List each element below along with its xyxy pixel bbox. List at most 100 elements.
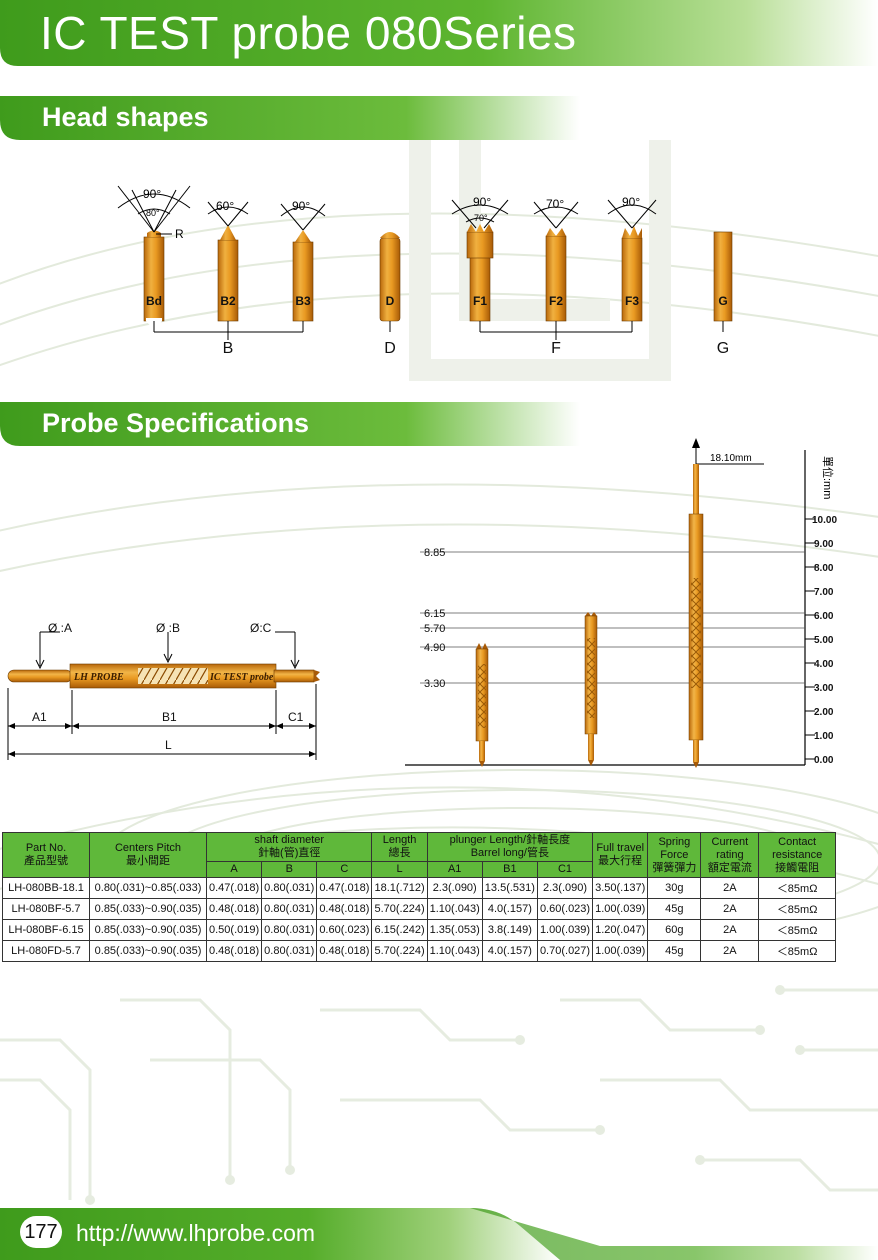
table-cell: 2A bbox=[700, 877, 760, 899]
table-cell: 30g bbox=[647, 877, 702, 899]
footer-banner bbox=[0, 1208, 878, 1260]
group-label: G bbox=[717, 340, 729, 357]
col-header: A bbox=[205, 861, 263, 878]
tick-label: 9.00 bbox=[814, 539, 834, 550]
table-row: LH-080BF-5.7 0.85(.033)~0.90(.035) 0.48(… bbox=[2, 898, 836, 920]
probe-label: G bbox=[718, 294, 727, 308]
table-cell: 5.70(.224) bbox=[371, 898, 428, 920]
dim-label: B1 bbox=[162, 710, 177, 724]
table-cell: 1.20(.047) bbox=[592, 919, 649, 941]
table-cell: 2A bbox=[700, 898, 760, 920]
table-cell: 6.15(.242) bbox=[371, 919, 428, 941]
mark-label: 5.70 bbox=[424, 623, 445, 635]
table-cell: LH-080BB-18.1 bbox=[2, 877, 90, 899]
probe-b2 bbox=[217, 225, 239, 332]
angle-label: 90° bbox=[292, 199, 310, 213]
table-cell: 3.8(.149) bbox=[481, 919, 538, 941]
brand-text: IC TEST probe bbox=[209, 672, 274, 683]
probe-scale-chart: 單位:mm 8.85 6.15 5.70 4.90 3.30 10.00 9.0… bbox=[405, 438, 837, 768]
table-cell: 5.70(.224) bbox=[371, 940, 428, 962]
page-number: 177 bbox=[20, 1216, 62, 1248]
table-cell: ＜85mΩ bbox=[758, 919, 836, 941]
table-cell: 1.00(.039) bbox=[536, 919, 594, 941]
probe-b3 bbox=[292, 230, 314, 332]
tick-label: 3.00 bbox=[814, 683, 834, 694]
table-cell: 45g bbox=[647, 898, 702, 920]
table-cell: 0.85(.033)~0.90(.035) bbox=[89, 898, 207, 920]
probe-label: B2 bbox=[220, 294, 236, 308]
table-cell: 0.48(.018) bbox=[205, 898, 263, 920]
table-cell: 0.80(.031) bbox=[261, 877, 318, 899]
section-header-probe-specs: Probe Specifications bbox=[0, 402, 580, 446]
probe-label: F1 bbox=[473, 294, 487, 308]
table-cell: 0.85(.033)~0.90(.035) bbox=[89, 919, 207, 941]
dim-label: Ø:C bbox=[250, 621, 272, 635]
dim-label: L bbox=[165, 738, 172, 752]
table-cell: 4.0(.157) bbox=[481, 940, 538, 962]
table-cell: 0.85(.033)~0.90(.035) bbox=[89, 940, 207, 962]
title-banner: IC TEST probe 080Series bbox=[0, 0, 878, 66]
table-cell: 2.3(.090) bbox=[536, 877, 594, 899]
tick-label: 8.00 bbox=[814, 563, 834, 574]
tick-label: 6.00 bbox=[814, 611, 834, 622]
table-cell: 0.48(.018) bbox=[316, 898, 373, 920]
angle-label: 70° bbox=[546, 197, 564, 211]
table-cell: 2.3(.090) bbox=[426, 877, 483, 899]
table-cell: 1.00(.039) bbox=[592, 940, 649, 962]
head-shapes-figure: 90° 80° R 60° 90° 90° 70° 70° 90° Bd B2 … bbox=[117, 185, 733, 357]
table-cell: 0.70(.027) bbox=[536, 940, 594, 962]
angle-label: 80° bbox=[146, 208, 160, 218]
probe-label: B3 bbox=[295, 294, 311, 308]
dim-label: A1 bbox=[32, 710, 47, 724]
tick-label: 10.00 bbox=[812, 515, 837, 526]
table-cell: 13.5(.531) bbox=[481, 877, 538, 899]
table-cell: 0.80(.031) bbox=[261, 919, 318, 941]
probe-label: F2 bbox=[549, 294, 563, 308]
col-header: Part No.產品型號 bbox=[2, 832, 90, 878]
table-cell: LH-080FD-5.7 bbox=[2, 940, 90, 962]
tick-label: 4.00 bbox=[814, 659, 834, 670]
col-header: B bbox=[261, 861, 318, 878]
angle-label: 90° bbox=[143, 187, 161, 201]
page-title: IC TEST probe 080Series bbox=[40, 7, 577, 59]
table-cell: 18.1(.712) bbox=[371, 877, 428, 899]
table-cell: ＜85mΩ bbox=[758, 877, 836, 899]
probe-f2 bbox=[545, 228, 567, 332]
dim-label: Ø :B bbox=[156, 621, 180, 635]
table-cell: LH-080BF-5.7 bbox=[2, 898, 90, 920]
table-cell: 2A bbox=[700, 940, 760, 962]
brand-text: LH PROBE bbox=[73, 672, 124, 683]
table-cell: 0.80(.031)~0.85(.033) bbox=[89, 877, 207, 899]
table-cell: 0.50(.019) bbox=[205, 919, 263, 941]
section-header-head-shapes: Head shapes bbox=[0, 96, 580, 140]
tick-label: 1.00 bbox=[814, 731, 834, 742]
unit-label: 單位:mm bbox=[821, 456, 835, 499]
table-cell: 0.60(.023) bbox=[536, 898, 594, 920]
angle-label: R bbox=[175, 227, 184, 241]
table-cell: 1.10(.043) bbox=[426, 940, 483, 962]
website-link[interactable]: http://www.lhprobe.com bbox=[76, 1220, 316, 1246]
table-cell: 0.60(.023) bbox=[316, 919, 373, 941]
table-cell: ＜85mΩ bbox=[758, 940, 836, 962]
table-cell: 0.47(.018) bbox=[205, 877, 263, 899]
col-header: A1 bbox=[426, 861, 483, 878]
table-cell: 1.00(.039) bbox=[592, 898, 649, 920]
probe-label: F3 bbox=[625, 294, 639, 308]
angle-label: 70° bbox=[474, 213, 488, 223]
angle-label: 60° bbox=[216, 199, 234, 213]
dim-label: C1 bbox=[288, 710, 304, 724]
table-cell: 3.50(.137) bbox=[592, 877, 649, 899]
table-cell: LH-080BF-6.15 bbox=[2, 919, 90, 941]
tick-label: 5.00 bbox=[814, 635, 834, 646]
table-cell: 45g bbox=[647, 940, 702, 962]
table-cell: 4.0(.157) bbox=[481, 898, 538, 920]
table-cell: 0.80(.031) bbox=[261, 898, 318, 920]
table-cell: 0.48(.018) bbox=[316, 940, 373, 962]
angle-label: 90° bbox=[473, 195, 491, 209]
top-length-label: 18.10mm bbox=[710, 453, 752, 464]
